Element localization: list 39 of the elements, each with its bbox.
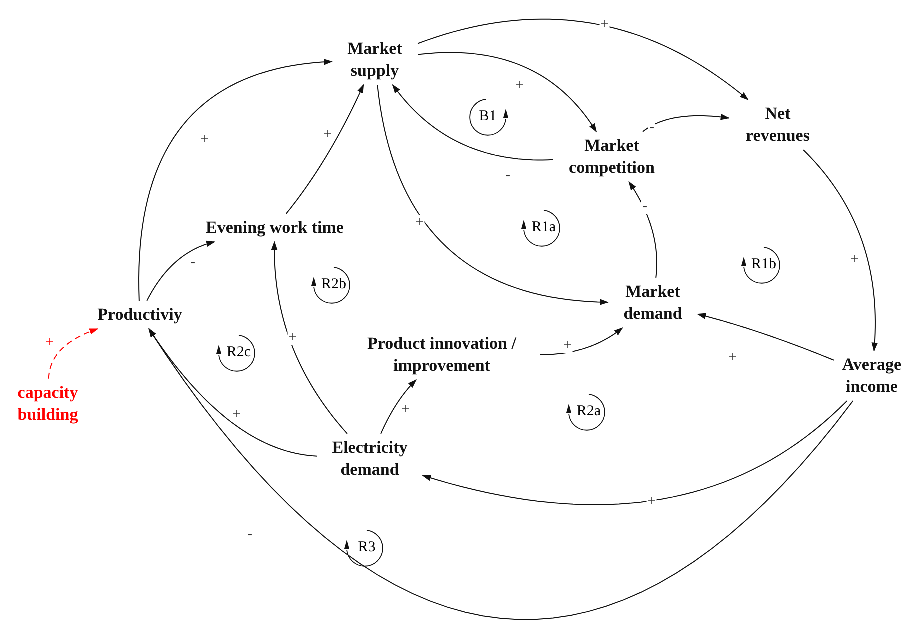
loop-label: R1a [532,220,556,236]
causal-arrow [803,150,878,352]
variable-label: Average income [837,354,907,398]
loop-label: R3 [358,540,376,556]
causal-arrow [48,328,99,380]
causal-arrow [540,328,624,356]
variable-label: Net revenues [732,102,824,148]
causal-arrow [146,240,216,302]
variable-label: Market supply [335,38,415,82]
causal-arrow [418,18,749,100]
causal-arrow [418,52,598,133]
causal-arrow [286,84,364,214]
polarity-sign: - [642,200,648,214]
causal-arrow [377,84,609,306]
causal-arrow [380,379,417,434]
variable-label: Product innovation / improvement [347,332,537,378]
variable-label: capacity building [8,382,88,426]
variable-label: Market competition [556,134,668,180]
causal-arrow [271,241,348,434]
causal-arrow [628,181,658,278]
causal-arrow [422,400,848,506]
causal-arrow [148,328,318,457]
loop-label: R2b [322,278,346,292]
causal-arrow [392,84,554,161]
loop-label: R2c [226,346,252,360]
polarity-sign: + [232,408,242,422]
causal-arrow [148,328,854,620]
causal-arrow [697,313,834,361]
variable-label: Productiviy [84,304,196,326]
variable-label: Electricity demand [320,436,420,482]
loop-label: B1 [479,110,497,124]
loop-label: R1b [752,258,776,272]
variable-label: Market demand [611,280,695,326]
causal-arrow [138,59,333,302]
causal-arrow [642,114,730,132]
variable-label: Evening work time [205,216,345,240]
polarity-sign: + [562,338,574,354]
polarity-sign: + [288,330,298,346]
loop-label: R2a [576,404,602,420]
